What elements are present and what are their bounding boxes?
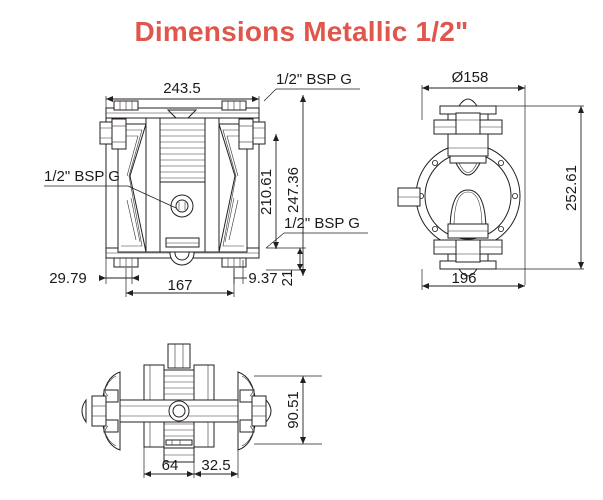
top-view: 90.51 64 32.5 [81, 343, 322, 478]
dimension-90-51: 90.51 [254, 375, 322, 445]
left-diaphragm-chamber [99, 117, 147, 253]
dimension-label-90-51: 90.51 [285, 391, 302, 429]
dimension-21: 21 [266, 247, 306, 287]
dimension-32-5: 32.5 [194, 447, 239, 478]
dimension-dia-158: Ø158 [421, 69, 526, 285]
annotation-label-bsp-g-left: 1/2" BSP G [44, 168, 120, 185]
pump-top-body [81, 343, 272, 463]
dimension-label-210-61: 210.61 [258, 169, 275, 215]
dimension-9-37: 9.37 [233, 260, 278, 287]
dimension-64: 64 [143, 447, 195, 478]
pump-side-body [99, 100, 266, 268]
front-view: Ø158 [397, 69, 584, 290]
dimension-label-29-79: 29.79 [49, 270, 87, 287]
dimension-label-21: 21 [279, 270, 296, 287]
dimension-label-9-37: 9.37 [248, 270, 277, 287]
dimension-label-247-36: 247.36 [285, 167, 302, 213]
dimension-167: 167 [125, 268, 235, 297]
dimension-label-196: 196 [451, 270, 476, 287]
dimension-label-32-5: 32.5 [201, 457, 230, 474]
annotation-bsp-g-bottom: 1/2" BSP G [265, 215, 368, 249]
pump-front-body [397, 98, 521, 277]
annotation-bsp-g-top: 1/2" BSP G [263, 71, 360, 102]
annotation-label-bsp-g-top: 1/2" BSP G [276, 71, 352, 88]
dimension-196: 196 [421, 269, 525, 290]
page-title: Dimensions Metallic 1/2" [134, 16, 469, 47]
side-view: 243.5 [44, 71, 368, 297]
dimension-label-64: 64 [162, 457, 179, 474]
dimension-210-61: 210.61 [258, 134, 279, 249]
dimension-label-252-61: 252.61 [563, 165, 580, 211]
top-view-left-end [81, 371, 121, 451]
center-air-valve-section [145, 117, 220, 253]
dimension-243-5: 243.5 [105, 80, 260, 112]
right-diaphragm-chamber [218, 117, 266, 253]
dimension-29-79: 29.79 [49, 258, 139, 287]
dimension-label-243-5: 243.5 [163, 80, 201, 97]
dimension-252-61: 252.61 [496, 105, 584, 270]
dimension-label-167: 167 [167, 277, 192, 294]
dimension-label-dia-158: Ø158 [452, 69, 489, 86]
dimension-247-36: 247.36 [285, 95, 306, 276]
annotation-label-bsp-g-bottom: 1/2" BSP G [284, 215, 360, 232]
top-view-right-end [237, 371, 272, 451]
annotation-bsp-g-left: 1/2" BSP G [44, 168, 177, 209]
